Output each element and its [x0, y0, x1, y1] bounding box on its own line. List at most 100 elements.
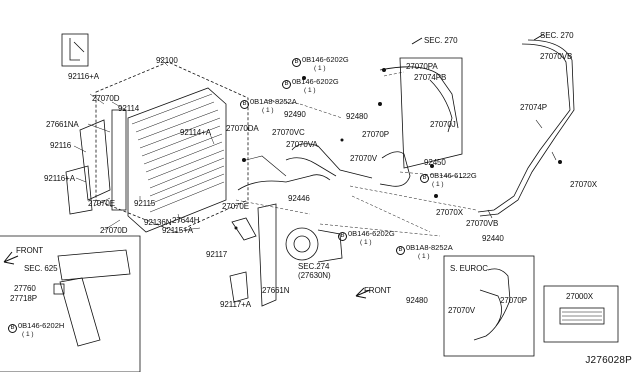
bolt-qty-b7: ( 1 ) [22, 331, 34, 338]
euroc-hoses [473, 268, 511, 341]
label-27074p: 27074P [520, 103, 547, 112]
bracket-92117a [229, 271, 249, 303]
label-27070pa: 27070PA [406, 62, 438, 71]
front-arrow-mid [355, 287, 371, 299]
euroc-box-frame [443, 255, 535, 357]
section-ref-625: SEC. 625 [24, 264, 58, 273]
bolt-b-icon: B [420, 174, 429, 183]
label-92114: 92114 [118, 104, 140, 113]
label-27070e-mid: 27070E [222, 202, 249, 211]
front-label-left: FRONT [16, 246, 44, 255]
section-ref-274-sub: (27630N) [298, 271, 331, 280]
panel-27661n [257, 203, 277, 307]
hose-27070pa [379, 66, 459, 129]
bolt-b1-mark [302, 76, 306, 80]
hose-27070v [379, 151, 411, 187]
label-27070da: 27070DA [226, 124, 259, 133]
bolt-qty-b3: ( 1 ) [262, 107, 274, 114]
receiver-tank [111, 109, 127, 211]
bolt-b-icon: B [282, 80, 291, 89]
bracket-92116a-frame [61, 33, 89, 67]
label-27070d-bot: 27070D [100, 226, 128, 235]
bracket-92117 [231, 217, 257, 241]
inset-part-27760 [53, 283, 65, 295]
bolt-qty-b6: ( 1 ) [418, 253, 430, 260]
condenser-core [127, 87, 227, 233]
label-92446: 92446 [288, 194, 310, 203]
hose-group-outline [399, 57, 463, 169]
inset-bracket [59, 277, 101, 347]
section-ref-270-b: SEC. 270 [540, 31, 574, 40]
euroc-box-title: S. EUROC [450, 264, 488, 273]
bracket-92116a-part [69, 38, 85, 61]
pipe-27070vc [291, 143, 373, 179]
front-label-mid: FRONT [364, 286, 392, 295]
bolt-b-icon: B [240, 100, 249, 109]
bolt-qty-b1: ( 1 ) [314, 65, 326, 72]
label-92117a: 92117+A [220, 300, 251, 309]
inset-module [57, 249, 131, 281]
condenser-fins [131, 93, 225, 213]
label-27070vc: 27070VC [272, 128, 305, 137]
label-27718p: 27718P [10, 294, 37, 303]
label-27070x-mid: 27070X [436, 208, 463, 217]
label-92116a-top: 92116+A [68, 72, 99, 81]
section-ref-274: SEC.274 [298, 262, 330, 271]
condenser-callout-outline [95, 61, 249, 233]
label-box-frame [543, 285, 619, 343]
bolt-qty-b5: ( 1 ) [360, 239, 372, 246]
label-27074pb: 27074PB [414, 73, 447, 82]
pipe-92446 [237, 174, 331, 191]
label-92490: 92490 [284, 110, 306, 119]
pipe-27070vb [477, 43, 571, 213]
compressor-body [285, 227, 319, 261]
bolt-qty-b2: ( 1 ) [304, 87, 316, 94]
label-27070p-box: 27070P [500, 296, 527, 305]
label-27070vb-bot: 27070VB [466, 219, 499, 228]
sec270-arrows [411, 33, 545, 45]
label-92117: 92117 [206, 250, 228, 259]
pipe-27070vb-outer [479, 39, 575, 217]
compressor-housing [317, 229, 343, 263]
label-92480-box: 92480 [406, 296, 428, 305]
label-92480-top: 92480 [346, 112, 368, 121]
label-92116: 92116 [50, 141, 72, 150]
bolt-b-icon: B [292, 58, 301, 67]
hose-27074pb [429, 79, 453, 133]
label-sticker [559, 307, 605, 325]
label-92440: 92440 [482, 234, 504, 243]
label-27070vb-top: 27070VB [540, 52, 573, 61]
front-arrow-left [3, 251, 19, 265]
label-92100: 92100 [156, 56, 178, 65]
label-27070v-mid: 27070V [350, 154, 377, 163]
label-92115a: 92115+A [162, 226, 193, 235]
label-92450: 92450 [424, 158, 446, 167]
compressor-pulley [293, 235, 311, 253]
label-27070v-box: 27070V [448, 306, 475, 315]
label-27070j: 27070J [430, 120, 456, 129]
label-92116a-mid: 92116+A [44, 174, 75, 183]
bracket-27661na [79, 119, 111, 201]
label-92115: 92115 [134, 199, 156, 208]
bolt-b-icon: B [338, 232, 347, 241]
diagram-code: J276028P [585, 355, 632, 366]
label-27644h: 27644H [172, 216, 200, 225]
inset-sec625-frame [0, 235, 141, 372]
label-27070x-right: 27070X [570, 180, 597, 189]
bolt-b-icon: B [396, 246, 405, 255]
label-27760: 27760 [14, 284, 36, 293]
bolt-b-icon: B [8, 324, 17, 333]
label-27661n: 27661N [262, 286, 290, 295]
label-27070p-mid: 27070P [362, 130, 389, 139]
label-27070d-top: 27070D [92, 94, 120, 103]
label-27070e-left: 27070E [88, 199, 115, 208]
bolt-qty-b4: ( 1 ) [432, 181, 444, 188]
